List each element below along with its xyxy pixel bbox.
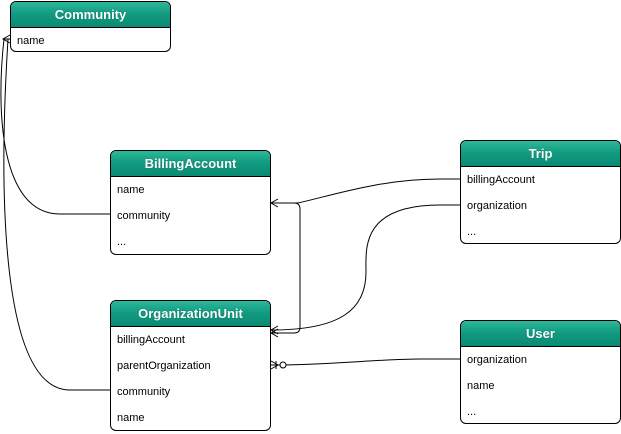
- entity-title: BillingAccount: [111, 151, 270, 177]
- crowfoot-trip-org: [269, 325, 279, 335]
- entity-field: organization: [467, 354, 527, 366]
- entity-field: ...: [467, 406, 477, 418]
- connector-user-org: [270, 358, 460, 366]
- connector-trip-org: [270, 204, 460, 331]
- entity-community[interactable]: Community name: [10, 1, 171, 52]
- entity-billing-account[interactable]: BillingAccount name community ...: [110, 150, 271, 255]
- connector-org-billing: [271, 202, 301, 334]
- entity-organization-unit[interactable]: OrganizationUnit billingAccount parentOr…: [110, 300, 271, 431]
- entity-title: OrganizationUnit: [111, 301, 270, 327]
- entity-field: billingAccount: [117, 334, 185, 346]
- entity-field: name: [17, 35, 45, 47]
- entity-field: name: [117, 412, 145, 424]
- crowfoot-community: [1, 34, 11, 44]
- entity-field: organization: [467, 200, 527, 212]
- entity-field: community: [117, 386, 171, 398]
- entity-field: ...: [117, 236, 127, 248]
- crowfoot-user-org: [270, 360, 280, 370]
- connector-trip-billing: [271, 178, 460, 204]
- entity-title: User: [461, 321, 620, 347]
- entity-field: billingAccount: [467, 174, 535, 186]
- connector-org-community: [3, 38, 110, 391]
- entity-title: Trip: [461, 141, 620, 167]
- zero-marker-user-org: [279, 361, 287, 369]
- entity-field: parentOrganization: [117, 360, 211, 372]
- entity-field: name: [117, 184, 145, 196]
- entity-field: ...: [467, 226, 477, 238]
- connector-billing-community: [0, 38, 110, 215]
- entity-field: name: [467, 380, 495, 392]
- entity-trip[interactable]: Trip billingAccount organization ...: [460, 140, 621, 244]
- entity-user[interactable]: User organization name ...: [460, 320, 621, 424]
- entity-field: community: [117, 210, 171, 222]
- entity-title: Community: [11, 2, 170, 28]
